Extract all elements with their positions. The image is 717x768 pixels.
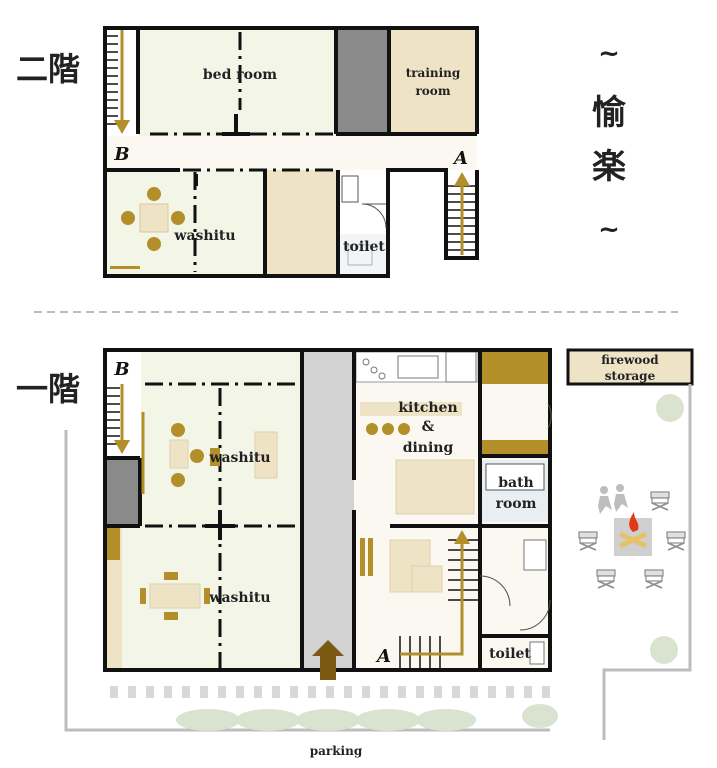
tokonoma-shelf: [110, 266, 140, 269]
parking-label: parking: [310, 744, 363, 758]
garden-fence: [602, 384, 692, 740]
parking-blocks: [110, 686, 550, 698]
tree-icon: [650, 636, 678, 664]
cushion: [121, 211, 135, 225]
training-label-1: training: [406, 66, 461, 80]
toilet-icon: [529, 641, 545, 665]
camp-chair-icon: [644, 569, 664, 589]
upper-walls: [103, 26, 479, 278]
upper-storage: [265, 170, 338, 276]
lower-shelf-mid: [480, 440, 550, 456]
cushion: [147, 237, 161, 251]
title-tilde-bottom: ~: [598, 215, 620, 245]
bath-label-2: room: [496, 496, 537, 512]
entrance-arrow-icon: [312, 640, 344, 680]
arrow-down-icon: [114, 120, 130, 134]
kitchen-sink-icon: [397, 355, 439, 379]
upper-floor-label: 二階: [16, 50, 80, 88]
kitchen-label-2: &: [422, 419, 435, 435]
lower-washitu-bottom-label: washitu: [208, 590, 270, 606]
cushion: [171, 211, 185, 225]
stool-icon: [382, 423, 394, 435]
fridge-icon: [445, 351, 477, 383]
bath-label-1: bath: [498, 475, 534, 491]
upper-toilet-label: toilet: [343, 239, 385, 255]
arrow-up-icon: [454, 530, 470, 544]
campfire-icon: [618, 512, 648, 549]
tree-icon: [656, 394, 684, 422]
lower-washitu-top-label: washitu: [208, 450, 270, 466]
upper-sliding-doors: [150, 32, 338, 272]
training-room: [389, 28, 477, 134]
training-label-2: room: [415, 84, 450, 98]
dancing-people-icon: [598, 484, 628, 514]
lower-floor: washitu washitu kitchen & dining bath ro…: [103, 348, 552, 680]
arrow-down-icon: [114, 440, 130, 454]
door-swing: [519, 599, 551, 631]
stool-icon: [366, 423, 378, 435]
camp-chair-icon: [578, 531, 598, 551]
upper-closet: [336, 28, 388, 134]
title-char-2: 楽: [592, 147, 626, 187]
bedroom-label: bed room: [203, 67, 277, 83]
stairs-b-upper: [106, 35, 118, 125]
camp-chair-icon: [650, 491, 670, 511]
sink-icon: [341, 175, 359, 203]
cabinet: [254, 431, 278, 479]
marker-a-upper: A: [452, 148, 468, 169]
bathtub-icon: [485, 463, 545, 491]
lower-toilet-label: toilet: [489, 646, 531, 662]
dining-low-table: [149, 583, 201, 609]
lower-floor-label: 一階: [16, 370, 80, 408]
lower-engawa: [105, 526, 122, 670]
stool-icon: [398, 423, 410, 435]
upper-corridor: [105, 136, 477, 170]
dining-table: [395, 459, 475, 515]
marker-b-lower: B: [113, 359, 129, 380]
firewood-label-2: storage: [605, 369, 656, 383]
doma-corridor: [302, 350, 354, 670]
arrow-up-icon: [454, 172, 470, 186]
firewood-storage: [566, 348, 694, 386]
upper-floor: bed room training room washitu toilet B …: [103, 26, 479, 278]
upper-washitu-label: washitu: [173, 228, 235, 244]
marker-b-upper: B: [113, 144, 129, 165]
low-table: [139, 203, 169, 233]
marker-a-lower: A: [375, 646, 391, 667]
lower-closet: [105, 458, 138, 526]
stairs-b-lower: [106, 387, 120, 445]
kitchen-label-1: kitchen: [398, 400, 457, 416]
title-char-1: 愉: [592, 93, 626, 133]
kitchen-label-3: dining: [403, 440, 454, 456]
door-swing: [479, 575, 511, 607]
washbasin-icon: [523, 539, 547, 571]
firewood-label-1: firewood: [601, 353, 659, 367]
low-table: [169, 439, 189, 469]
lower-shelf-top: [480, 350, 550, 384]
camp-chair-icon: [666, 531, 686, 551]
cushion: [147, 187, 161, 201]
camp-chair-icon: [596, 569, 616, 589]
title-tilde-top: ~: [598, 39, 620, 69]
hedge: [176, 704, 558, 731]
kitchen-island: [360, 402, 462, 416]
